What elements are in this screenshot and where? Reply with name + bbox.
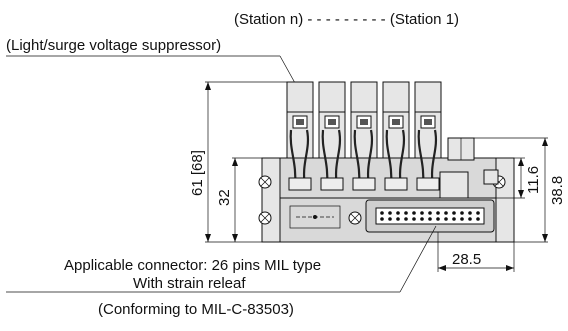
right-dimensions: [474, 137, 548, 243]
bottom-dimension: [437, 232, 515, 272]
dim-right-total: 38.8: [549, 176, 566, 205]
valve-station: [350, 81, 378, 191]
connector-pin: [468, 211, 472, 215]
connector-pin: [452, 217, 456, 221]
dim-height-body: 32: [216, 189, 233, 206]
connector-pin: [420, 217, 424, 221]
mil-connector: [365, 199, 495, 233]
connector-label-line1: Applicable connector: 26 pins MIL type: [64, 257, 321, 274]
terminal-block: [439, 137, 499, 199]
connector-pin: [404, 217, 408, 221]
valve-station: [318, 81, 346, 191]
connector-pin: [420, 211, 424, 215]
connector-pin: [428, 217, 432, 221]
valve-stations: [286, 81, 442, 191]
dim-height-total: 61 [68]: [189, 150, 206, 196]
connector-pin: [412, 211, 416, 215]
screw-icon-bottom-left: [258, 211, 272, 225]
end-plate-right: [495, 157, 515, 243]
left-dimensions: [205, 81, 290, 243]
connector-pin: [444, 211, 448, 215]
connector-pin: [404, 211, 408, 215]
connector-pin: [452, 211, 456, 215]
connector-pin: [436, 211, 440, 215]
screw-icon-middle: [348, 211, 362, 225]
connector-label-line2: With strain releaf: [133, 275, 246, 292]
connector-pin: [388, 217, 392, 221]
screw-icon-top-left: [258, 175, 272, 189]
connector-pin: [428, 211, 432, 215]
connector-pin: [476, 217, 480, 221]
rail-detail: [289, 205, 341, 229]
end-plate-left: [261, 157, 281, 243]
connector-pin: [396, 211, 400, 215]
connector-leader: [399, 225, 437, 293]
connector-pin: [380, 211, 384, 215]
valve-station: [414, 81, 442, 191]
connector-pin: [476, 211, 480, 215]
connector-pin: [436, 217, 440, 221]
connector-pin: [468, 217, 472, 221]
connector-pin: [412, 217, 416, 221]
station-range-label: (Station n) - - - - - - - - - (Station 1…: [234, 11, 459, 28]
connector-pin: [460, 217, 464, 221]
valve-station: [286, 81, 314, 191]
connector-pin: [380, 217, 384, 221]
valve-station: [382, 81, 410, 191]
connector-pin: [444, 217, 448, 221]
connector-label-line3: (Conforming to MIL-C-83503): [98, 301, 294, 318]
suppressor-label: (Light/surge voltage suppressor): [6, 37, 221, 54]
connector-pin: [396, 217, 400, 221]
dim-bottom-width: 28.5: [452, 251, 481, 268]
dim-right-upper: 11.6: [525, 166, 542, 194]
connector-pin: [460, 211, 464, 215]
connector-pin: [388, 211, 392, 215]
